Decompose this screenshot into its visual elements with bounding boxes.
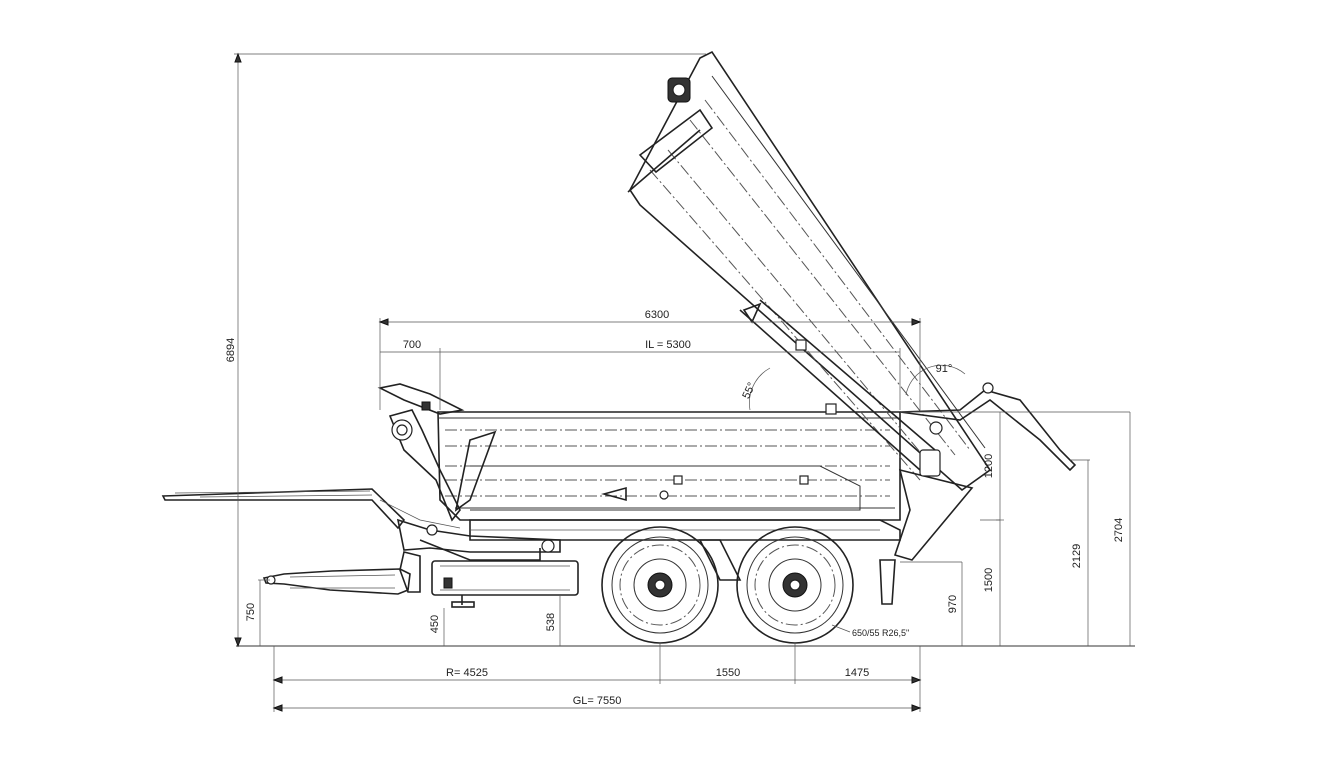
tire-spec: 650/55 R26,5" — [852, 628, 909, 638]
dim-side-height: 1200 — [983, 454, 995, 478]
dim-gate-angle: 91° — [936, 363, 953, 375]
front-linkage — [379, 499, 561, 593]
dim-tilt-angle: 55° — [740, 381, 758, 401]
dim-front-offset: 700 — [403, 339, 421, 351]
front-arm — [377, 383, 497, 522]
tipper-box — [437, 411, 901, 521]
dim-hitch-height: 750 — [245, 603, 257, 621]
dim-platform-height: 1500 — [983, 568, 995, 592]
dim-support-height: 450 — [429, 615, 441, 633]
wheel-front — [601, 526, 719, 644]
tailgate — [879, 382, 1077, 605]
bogie — [698, 539, 742, 581]
dimensions: 6894 6300 700 IL = 5300 55° 91° 1200 150… — [225, 52, 1131, 712]
dim-rear-low-height: 970 — [947, 595, 959, 613]
dim-chassis-height: 538 — [545, 613, 557, 631]
support-cylinder — [431, 560, 579, 608]
dim-rear-overhang: 1475 — [845, 667, 869, 679]
dim-hitch-to-axle: R= 4525 — [446, 667, 488, 679]
drawbar — [161, 488, 406, 530]
wheel-rear — [736, 526, 854, 644]
dim-total-height: 6894 — [225, 338, 237, 362]
dim-overall-length: GL= 7550 — [573, 695, 622, 707]
dim-rear-height: 2129 — [1071, 544, 1083, 568]
tow-hitch — [262, 568, 411, 595]
dim-inner-length: IL = 5300 — [645, 339, 691, 351]
dim-axle-spacing: 1550 — [716, 667, 740, 679]
dim-body-length: 6300 — [645, 309, 669, 321]
raised-body — [627, 50, 992, 492]
chassis-frame — [469, 519, 901, 541]
dim-overall-height: 2704 — [1113, 518, 1125, 542]
